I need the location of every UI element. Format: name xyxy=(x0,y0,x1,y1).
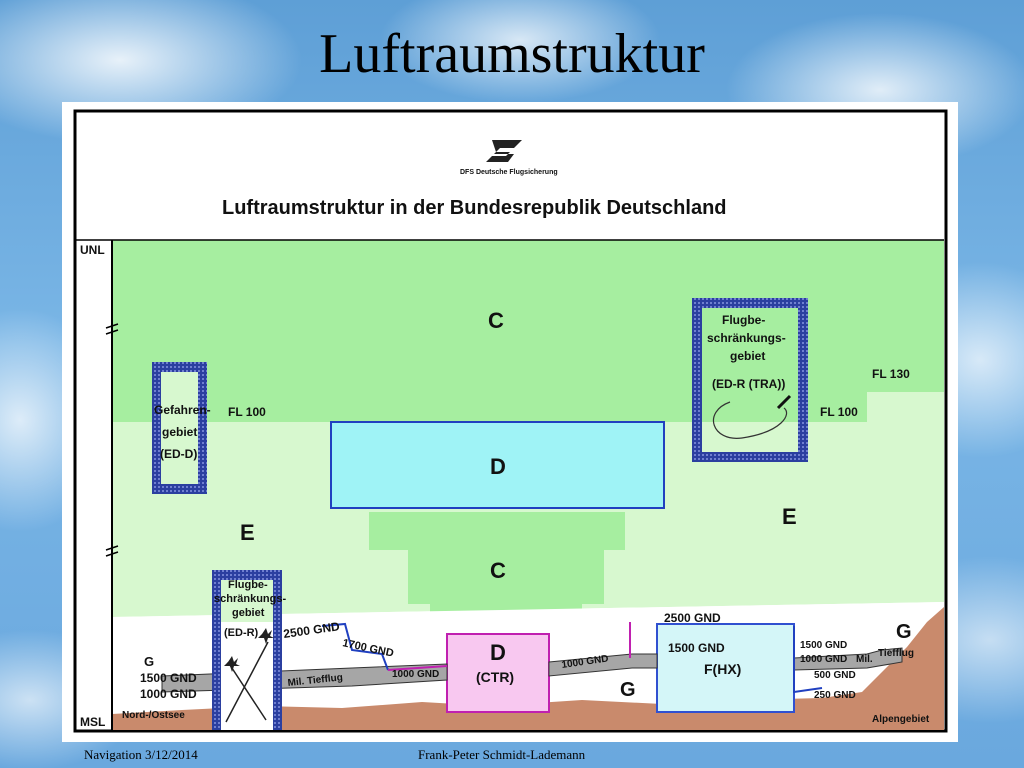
class-c-lower-area xyxy=(369,512,625,634)
axis-break-icon xyxy=(105,545,119,557)
altitude-label: 1500 GND xyxy=(140,671,197,685)
axis-label-unl: UNL xyxy=(80,243,105,257)
class-d-upper-box xyxy=(330,421,665,509)
footer-left: Navigation 3/12/2014 xyxy=(84,747,198,762)
firing-lines-icon xyxy=(225,641,269,723)
altitude-label: 1000 GND xyxy=(800,654,847,665)
danger-area-label: (ED-D) xyxy=(160,447,197,461)
altitude-label: Mil. xyxy=(856,654,873,665)
edr-area-label: gebiet xyxy=(232,607,265,619)
class-c-lower-label: C xyxy=(490,558,506,583)
class-e-left-label: E xyxy=(240,520,255,545)
edr-area-label: Flugbe- xyxy=(228,579,268,591)
altitude-label: 250 GND xyxy=(814,690,856,701)
boundary-1000-line xyxy=(387,665,448,671)
danger-area-label: Gefahren- xyxy=(154,403,211,417)
mil-tiefflug-band-center xyxy=(548,653,658,677)
ctr-box xyxy=(446,633,550,713)
edr-area-label: schränkungs- xyxy=(214,593,286,605)
slide-title: Luftraumstruktur xyxy=(319,23,705,85)
altitude-label: 1500 GND xyxy=(668,641,725,655)
boundary-1700-line xyxy=(321,622,389,671)
fl100-right-label: FL 100 xyxy=(820,405,858,419)
class-e-right-label: E xyxy=(782,504,797,529)
altitude-label: 1000 GND xyxy=(140,687,197,701)
class-c-upper-label: C xyxy=(488,308,504,333)
region-label-sea: Nord-/Ostsee xyxy=(122,710,185,721)
airspace-diagram: DFS Deutsche Flugsicherung Luftraumstruk… xyxy=(62,102,958,742)
edr-area-label: (ED-R) xyxy=(224,627,259,639)
ctr-label: (CTR) xyxy=(476,669,514,685)
footer-author: Frank-Peter Schmidt-Lademann xyxy=(418,747,586,762)
explosion-icon xyxy=(224,656,240,672)
tra-area-label: schränkungs- xyxy=(707,331,786,345)
danger-area-inner xyxy=(161,372,198,484)
region-label-alps: Alpengebiet xyxy=(872,714,930,725)
altitude-label: 500 GND xyxy=(814,670,856,681)
airspace-diagram-svg: DFS Deutsche Flugsicherung Luftraumstruk… xyxy=(73,109,948,733)
axis-break-icon xyxy=(105,323,119,335)
tra-area-label: gebiet xyxy=(730,349,765,363)
altitude-label: 1000 GND xyxy=(392,669,439,680)
flight-path-icon xyxy=(712,401,788,439)
altitude-label: 2500 GND xyxy=(664,611,721,625)
fhx-label: F(HX) xyxy=(704,661,741,677)
tra-area-label: Flugbe- xyxy=(722,313,765,327)
danger-area-label: gebiet xyxy=(162,425,197,439)
class-g-left-label: G xyxy=(144,654,154,669)
altitude-label: 1500 GND xyxy=(800,640,847,651)
fl130-label: FL 130 xyxy=(872,367,910,381)
class-c-upper-area xyxy=(112,240,944,422)
tra-area-label: (ED-R (TRA)) xyxy=(712,377,785,391)
class-d-upper-label: D xyxy=(490,454,506,479)
aircraft-icon xyxy=(776,394,792,410)
edr-area-inner-lower xyxy=(221,622,273,730)
class-g-right-label: G xyxy=(896,621,912,643)
dfs-logo-icon xyxy=(486,140,522,162)
altitude-label: Tiefflug xyxy=(878,648,914,659)
explosion-icon xyxy=(258,628,274,644)
class-g-center-label: G xyxy=(620,679,636,701)
figure-heading: Luftraumstruktur in der Bundesrepublik D… xyxy=(222,197,727,219)
boundary-blue-line xyxy=(793,626,823,694)
ctr-d-label: D xyxy=(490,640,506,665)
fl100-left-label: FL 100 xyxy=(228,405,266,419)
mil-tiefflug-band-right xyxy=(793,647,903,671)
axis-label-msl: MSL xyxy=(80,715,105,729)
dfs-logo-text: DFS Deutsche Flugsicherung xyxy=(460,169,558,176)
